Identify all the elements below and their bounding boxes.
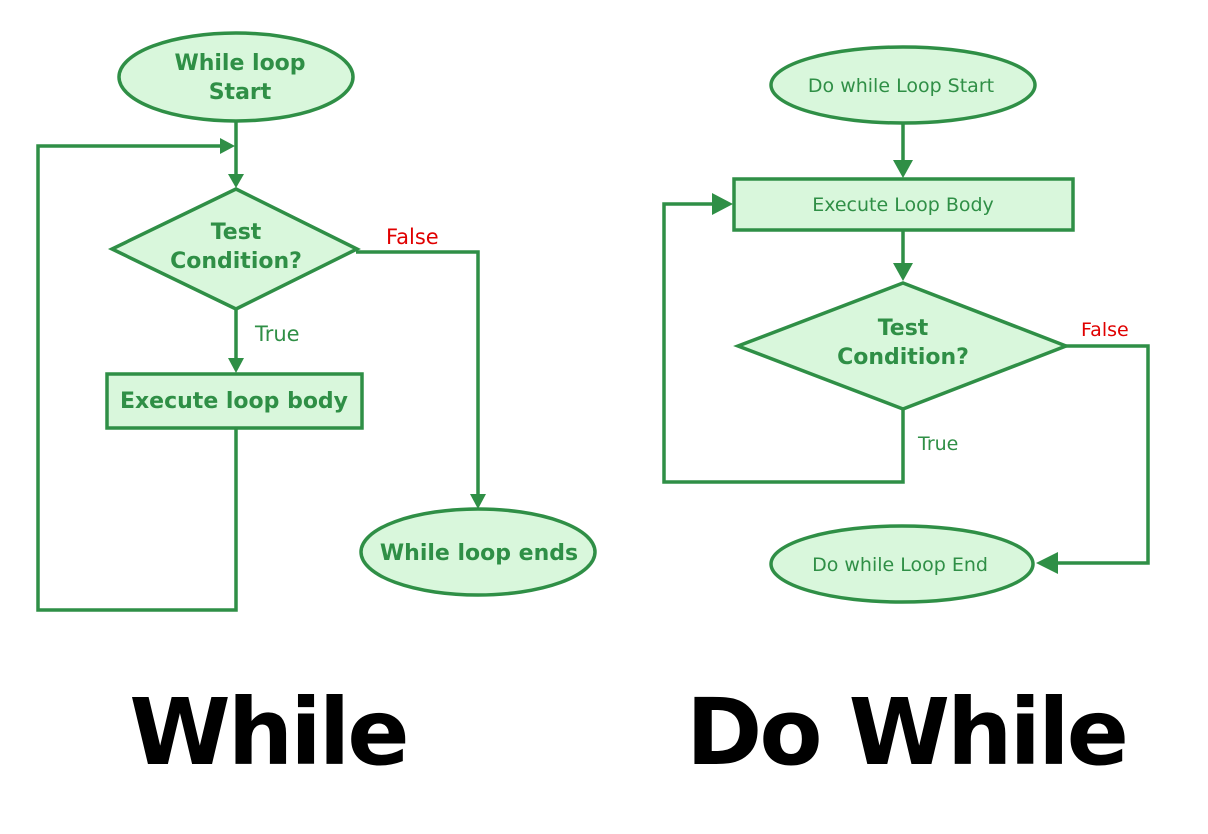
while-false-label: False (386, 225, 439, 249)
do-while-false-label: False (1081, 319, 1129, 341)
while-body-node: Execute loop body (105, 372, 364, 430)
while-condition-label-line1: Test (211, 220, 262, 245)
while-loop-back-arrowhead (220, 138, 235, 154)
while-start-label-line2: Start (209, 80, 272, 105)
while-condition-node: Test Condition? (107, 187, 361, 311)
while-body-label: Execute loop body (120, 389, 348, 414)
do-while-start-node: Do while Loop Start (769, 45, 1037, 125)
while-start-label-line1: While loop (174, 51, 305, 76)
while-body-rect (105, 372, 364, 430)
do-while-false-line (1052, 344, 1150, 565)
do-while-end-label: Do while Loop End (812, 554, 988, 576)
do-while-diagram: Do while Loop Start Execute Loop Body Te… (662, 45, 1150, 786)
while-condition-label-line2: Condition? (170, 249, 302, 274)
while-false-line (356, 250, 480, 496)
do-while-condition-node: Test Condition? (733, 281, 1071, 411)
do-while-condition-label-line1: Test (878, 316, 929, 341)
while-false-arrowhead (470, 494, 486, 509)
while-start-node: While loop Start (117, 31, 355, 123)
do-while-connectors (662, 124, 1150, 574)
while-connectors (36, 122, 486, 612)
while-diagram: While loop Start Test Condition? False T… (36, 31, 597, 786)
while-start-ellipse (117, 31, 355, 123)
while-end-ellipse (359, 507, 597, 597)
while-true-arrowhead (228, 358, 244, 373)
while-title: While (129, 679, 406, 786)
do-while-body-node: Execute Loop Body (732, 177, 1075, 232)
do-while-body-arrowhead (893, 160, 913, 178)
do-while-condition-diamond (733, 281, 1071, 411)
while-end-node: While loop ends (359, 507, 597, 597)
do-while-condition-label-line2: Condition? (837, 345, 969, 370)
while-condition-diamond (107, 187, 361, 311)
while-true-label: True (254, 322, 300, 346)
do-while-body-label: Execute Loop Body (812, 194, 994, 216)
do-while-end-arrowhead (1036, 552, 1058, 574)
do-while-title: Do While (686, 679, 1126, 786)
do-while-true-label: True (917, 433, 958, 455)
while-end-label: While loop ends (380, 541, 578, 566)
do-while-start-ellipse (769, 45, 1037, 125)
while-condition-arrowhead (228, 174, 244, 188)
do-while-true-loop-line (662, 202, 905, 484)
do-while-loop-back-arrowhead (712, 193, 733, 215)
do-while-end-node: Do while Loop End (769, 524, 1035, 604)
do-while-start-label: Do while Loop Start (808, 75, 994, 97)
do-while-body-rect (732, 177, 1075, 232)
while-loop-back-line (36, 144, 238, 612)
do-while-end-ellipse (769, 524, 1035, 604)
do-while-condition-arrowhead (893, 263, 913, 281)
